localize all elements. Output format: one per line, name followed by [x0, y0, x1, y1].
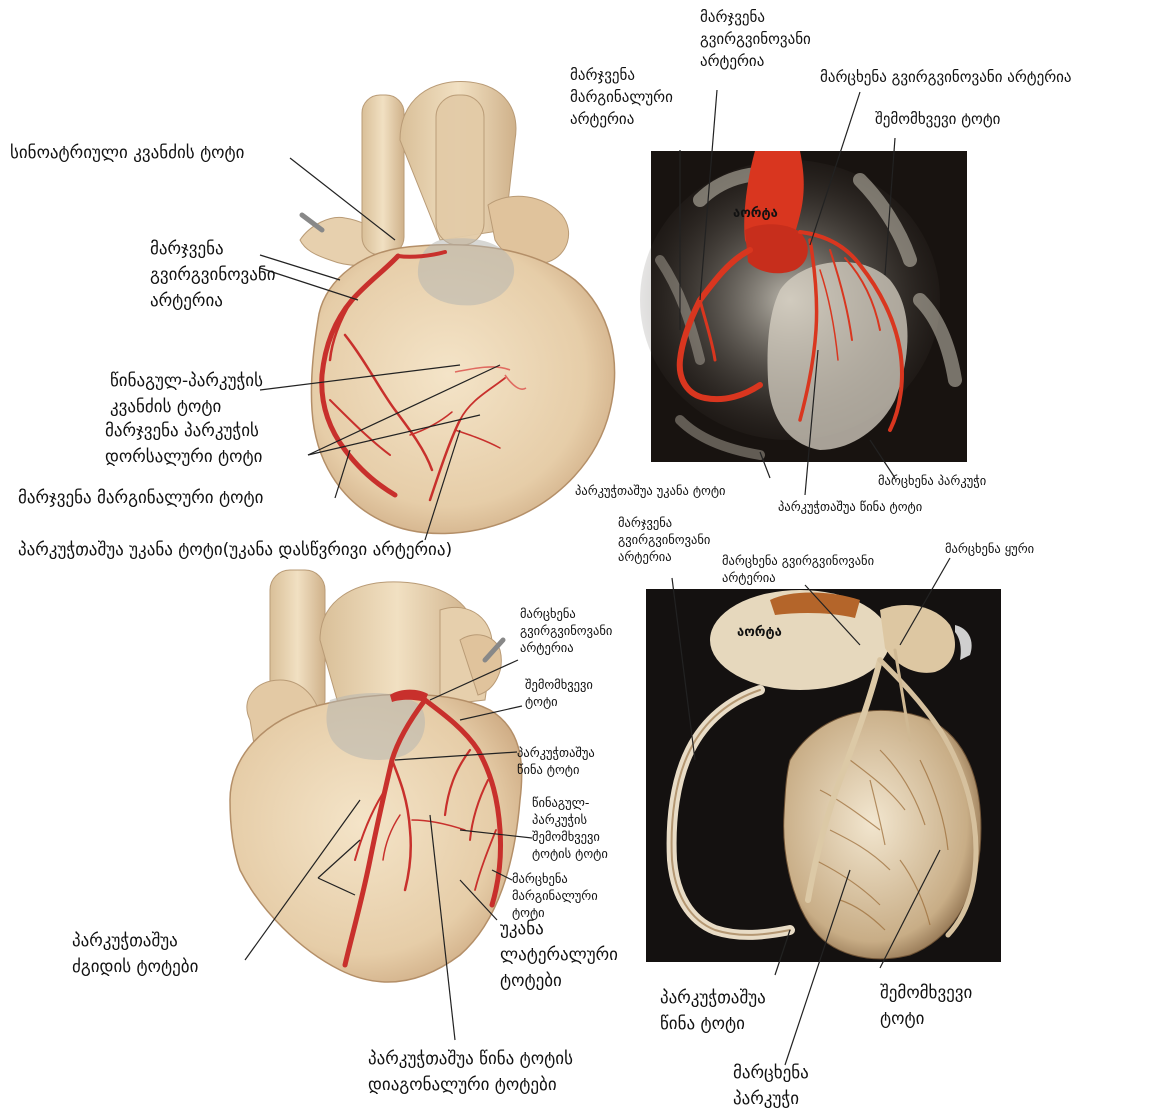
label-ct-right-coronary-artery: მარჯვენა გვირგვინოვანი არტერია: [700, 6, 811, 72]
label-right-coronary-artery-anterior: მარჯვენა გვირგვინოვანი არტერია: [150, 236, 276, 314]
label-ct2-right-coronary-artery: მარჯვენა გვირგვინოვანი არტერია: [618, 514, 710, 565]
label-ct2-aorta: აორტა: [737, 625, 782, 640]
label-septal-branches: პარკუჭთაშუა ძგიდის ტოტები: [72, 928, 198, 980]
label-circumflex-branch-posterior: შემომხვევი ტოტი: [525, 676, 593, 710]
label-anterior-interventricular-posterior: პარკუჭთაშუა წინა ტოტი: [517, 744, 595, 778]
label-av-circumflex-branch: წინაგულ- პარკუჭის შემომხვევი ტოტის ტოტი: [532, 794, 608, 862]
label-posterior-interventricular-branch: პარკუჭთაშუა უკანა ტოტი(უკანა დასწვრივი ა…: [18, 537, 452, 563]
label-sa-node-branch: სინოატრიული კვანძის ტოტი: [10, 140, 244, 166]
ct-angiogram-bone: [646, 589, 1001, 962]
label-right-marginal-branch: მარჯვენა მარგინალური ტოტი: [18, 485, 263, 511]
label-ct2-left-ventricle: მარცხენა პარკუჭი: [733, 1060, 809, 1112]
label-left-coronary-artery-posterior: მარცხენა გვირგვინოვანი არტერია: [520, 605, 612, 656]
label-ct-anterior-interventricular: პარკუჭთაშუა წინა ტოტი: [778, 498, 922, 515]
label-posterior-lateral-branches: უკანა ლატერალური ტოტები: [500, 916, 618, 994]
label-ct2-left-auricle: მარცხენა ყური: [945, 540, 1034, 557]
label-ct-right-marginal-artery: მარჯვენა მარგინალური არტერია: [570, 64, 673, 130]
label-ct2-circumflex-branch: შემომხვევი ტოტი: [880, 980, 972, 1032]
ct-angiogram-red: [640, 151, 967, 462]
heart-illustration-anterior: [300, 82, 615, 534]
label-ct2-left-coronary-artery: მარცხენა გვირგვინოვანი არტერია: [722, 552, 874, 586]
label-right-ventricle-dorsal-branch: მარჯვენა პარკუჭის დორსალური ტოტი: [105, 418, 262, 470]
label-ct-circumflex-branch: შემომხვევი ტოტი: [875, 108, 1000, 130]
label-ct-left-coronary-artery: მარცხენა გვირგვინოვანი არტერია: [820, 66, 1072, 88]
label-ct-aorta: აორტა: [733, 206, 778, 221]
label-diagonal-branches: პარკუჭთაშუა წინა ტოტის დიაგონალური ტოტებ…: [368, 1046, 573, 1098]
label-ct-left-ventricle: მარცხენა პარკუჭი: [878, 472, 986, 489]
label-av-node-branch: წინაგულ-პარკუჭის კვანძის ტოტი: [110, 368, 263, 420]
label-ct2-anterior-interventricular: პარკუჭთაშუა წინა ტოტი: [660, 985, 766, 1037]
label-ct-posterior-interventricular: პარკუჭთაშუა უკანა ტოტი: [575, 482, 726, 499]
label-left-marginal-branch: მარცხენა მარგინალური ტოტი: [512, 870, 598, 921]
